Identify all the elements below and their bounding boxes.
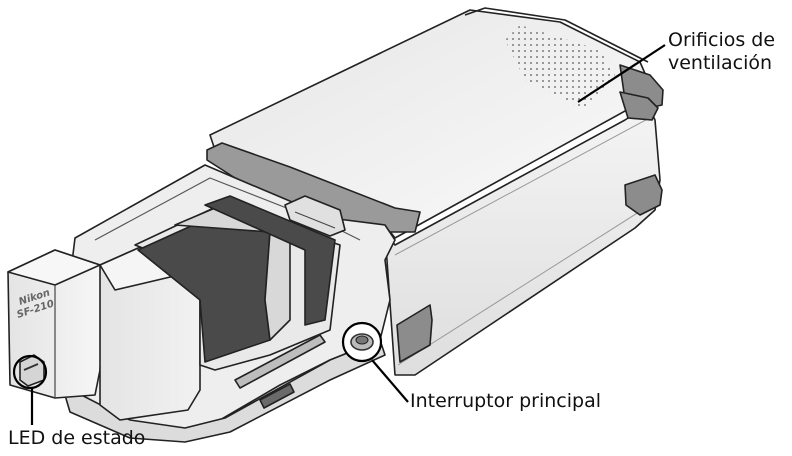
body-side-face bbox=[384, 104, 661, 376]
callout-label-vents: Orificios de ventilación bbox=[668, 29, 775, 75]
bumper-bottom-left bbox=[396, 304, 433, 363]
callout-line-power bbox=[371, 359, 409, 403]
callout-label-power-switch: Interruptor principal bbox=[410, 390, 602, 412]
callout-lines bbox=[30, 44, 666, 425]
status-led-indicator bbox=[12, 354, 48, 390]
callout-line-vents bbox=[577, 44, 666, 103]
slide-feeder bbox=[7, 195, 346, 421]
callout-label-vents-line1: Orificios de bbox=[668, 29, 776, 51]
bumper-upper-right bbox=[619, 91, 659, 121]
bumper-lower-right bbox=[624, 174, 663, 216]
callout-label-vents-line2: ventilación bbox=[668, 52, 773, 74]
ventilation-holes bbox=[505, 25, 615, 110]
callout-label-status-led: LED de estado bbox=[8, 427, 146, 449]
feeder-slot-rear bbox=[204, 195, 336, 326]
power-switch[interactable] bbox=[341, 321, 383, 363]
